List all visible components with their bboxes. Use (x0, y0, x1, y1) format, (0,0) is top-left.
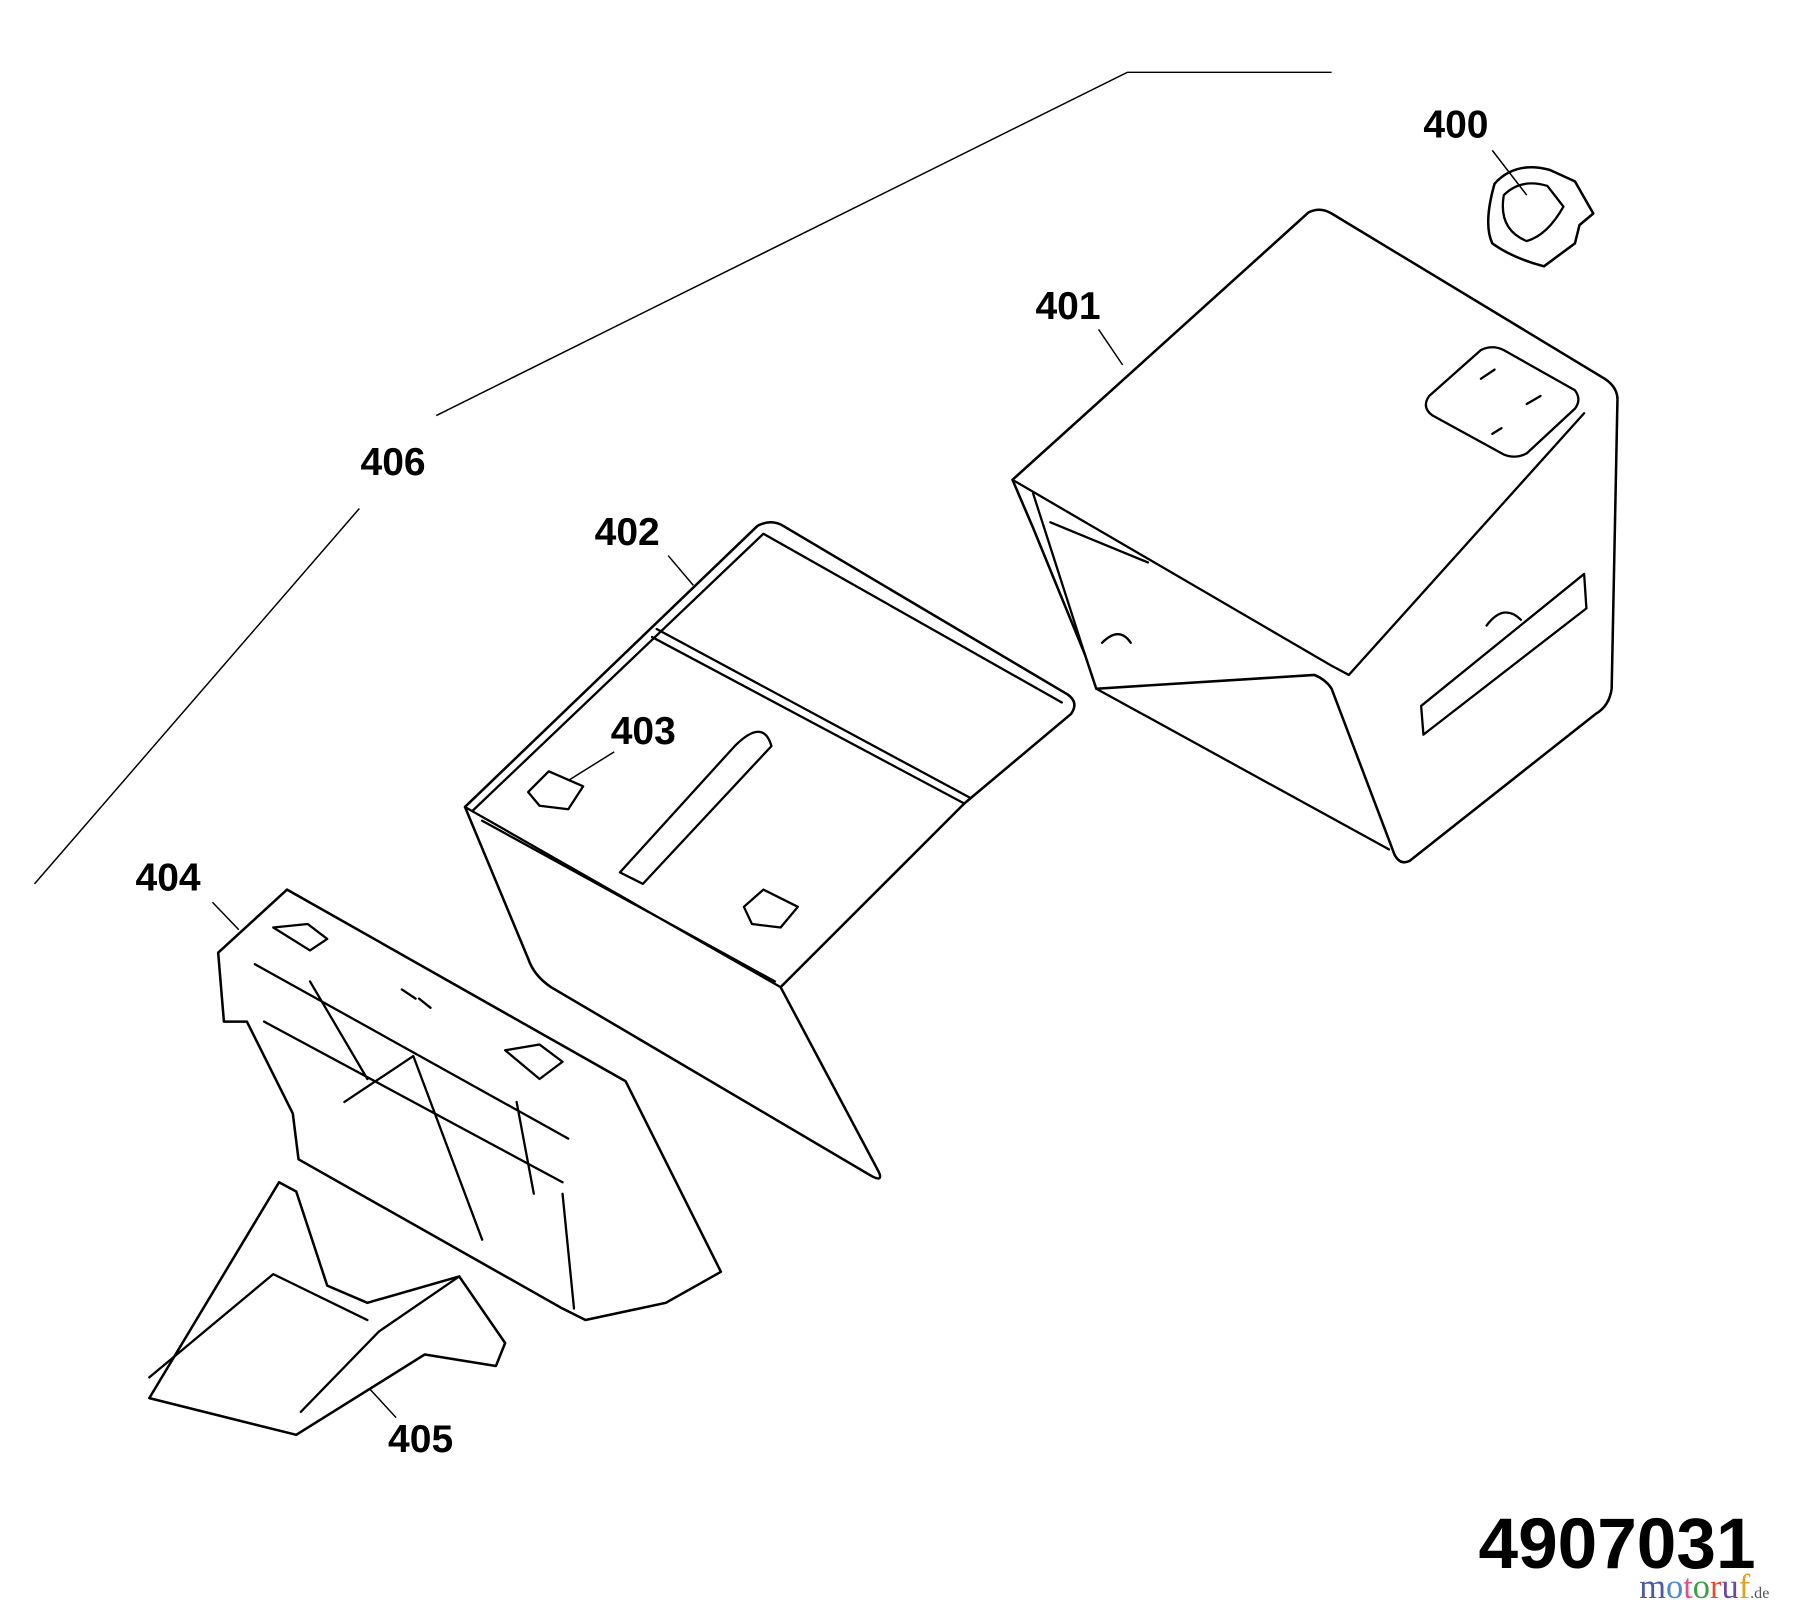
part-401-grass-bag-cover: 401 (1011, 208, 1619, 864)
part-404-mounting-frame: 404 (136, 857, 723, 1322)
drawing-number: 4907031 (1479, 1505, 1756, 1584)
part-label-405: 405 (388, 1418, 453, 1461)
part-label-402: 402 (595, 511, 660, 554)
watermark-logo: motoruf.de (1639, 1568, 1769, 1606)
part-label-400: 400 (1423, 104, 1488, 147)
part-405-discharge-chute: 405 (148, 1181, 507, 1461)
part-label-404: 404 (136, 857, 201, 900)
part-400-cap (1487, 149, 1595, 268)
part-label-406: 406 (361, 441, 426, 484)
group-bracket-406 (33, 71, 1332, 885)
part-402-basket-frame: 402 403 (463, 511, 1076, 1180)
part-label-401: 401 (1035, 285, 1100, 328)
part-label-403: 403 (611, 710, 676, 753)
